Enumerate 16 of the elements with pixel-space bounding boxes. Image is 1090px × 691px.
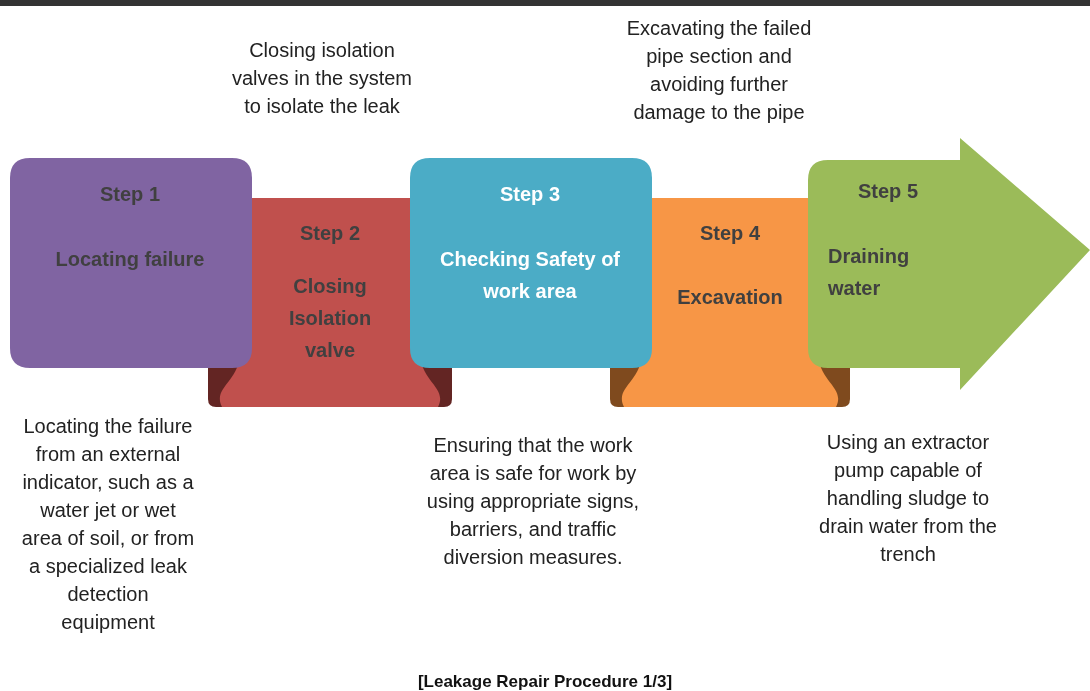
step-number: Step 5 — [857, 179, 919, 204]
description-text: Ensuring that the work area is safe for work by using appropriate signs, barriers, and traffic diversion measures. — [425, 433, 641, 570]
caption: [Leakage Repair Procedure 1/3] — [416, 672, 674, 691]
description-text: Closing isolation valves in the system to isolate the leak — [230, 38, 414, 119]
description-text: Excavating the failed pipe section and avoiding further damage to the pipe — [625, 16, 813, 125]
step-number: Step 4 — [699, 221, 761, 246]
step-title: Excavation — [676, 285, 784, 310]
step-title: Locating failure — [54, 247, 206, 272]
description-text: Locating the failure from an external indicator, such as a water jet or wet area of soil, or from a specialized leak detection equipment — [20, 414, 196, 635]
step-number: Step 1 — [99, 182, 161, 207]
step-number: Step 3 — [499, 182, 561, 207]
step-title: Draining water — [828, 244, 911, 301]
step-number: Step 2 — [299, 221, 361, 246]
step-title: Closing Isolation valve — [287, 274, 373, 363]
description-text: Using an extractor pump capable of handling sludge to drain water from the trench — [818, 430, 998, 567]
step-title: Checking Safety of work area — [438, 247, 621, 304]
